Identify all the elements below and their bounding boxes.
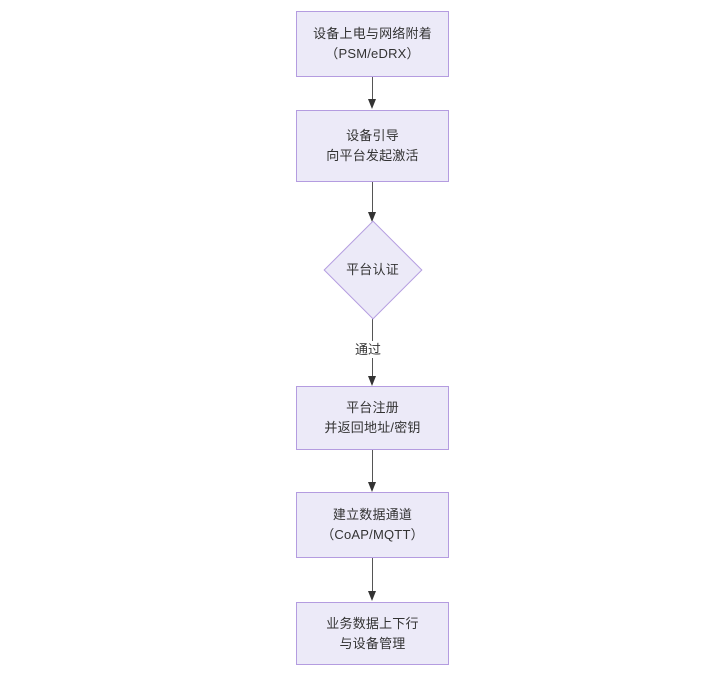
edge-data-channel-to-service-data-arrowhead	[368, 591, 376, 601]
node-power-on[interactable]: 设备上电与网络附着 （PSM/eDRX）	[296, 11, 449, 77]
node-bootstrap[interactable]: 设备引导 向平台发起激活	[296, 110, 449, 182]
edge-power-on-to-bootstrap-arrowhead	[368, 99, 376, 109]
edge-platform-register-to-data-channel-arrowhead	[368, 482, 376, 492]
node-service-data-label: 业务数据上下行 与设备管理	[326, 615, 419, 651]
node-platform-auth-label: 平台认证	[346, 262, 399, 277]
node-platform-auth[interactable]: 平台认证	[323, 220, 423, 320]
edge-label-pass: 通过	[352, 341, 385, 358]
node-platform-register[interactable]: 平台注册 并返回地址/密钥	[296, 386, 449, 450]
node-data-channel[interactable]: 建立数据通道 （CoAP/MQTT）	[296, 492, 449, 558]
edge-bootstrap-to-platform-auth-line	[372, 182, 373, 214]
edge-platform-register-to-data-channel-line	[372, 450, 373, 484]
edge-bootstrap-to-platform-auth-arrowhead	[368, 212, 376, 222]
node-platform-register-label: 平台注册 并返回地址/密钥	[324, 400, 421, 435]
edge-platform-auth-to-platform-register-arrowhead	[368, 376, 376, 386]
node-data-channel-label: 建立数据通道 （CoAP/MQTT）	[321, 507, 424, 542]
node-service-data[interactable]: 业务数据上下行 与设备管理	[296, 602, 449, 665]
node-power-on-label: 设备上电与网络附着 （PSM/eDRX）	[313, 26, 432, 61]
edge-power-on-to-bootstrap-line	[372, 77, 373, 101]
node-bootstrap-label: 设备引导 向平台发起激活	[326, 128, 419, 163]
edge-data-channel-to-service-data-line	[372, 558, 373, 593]
